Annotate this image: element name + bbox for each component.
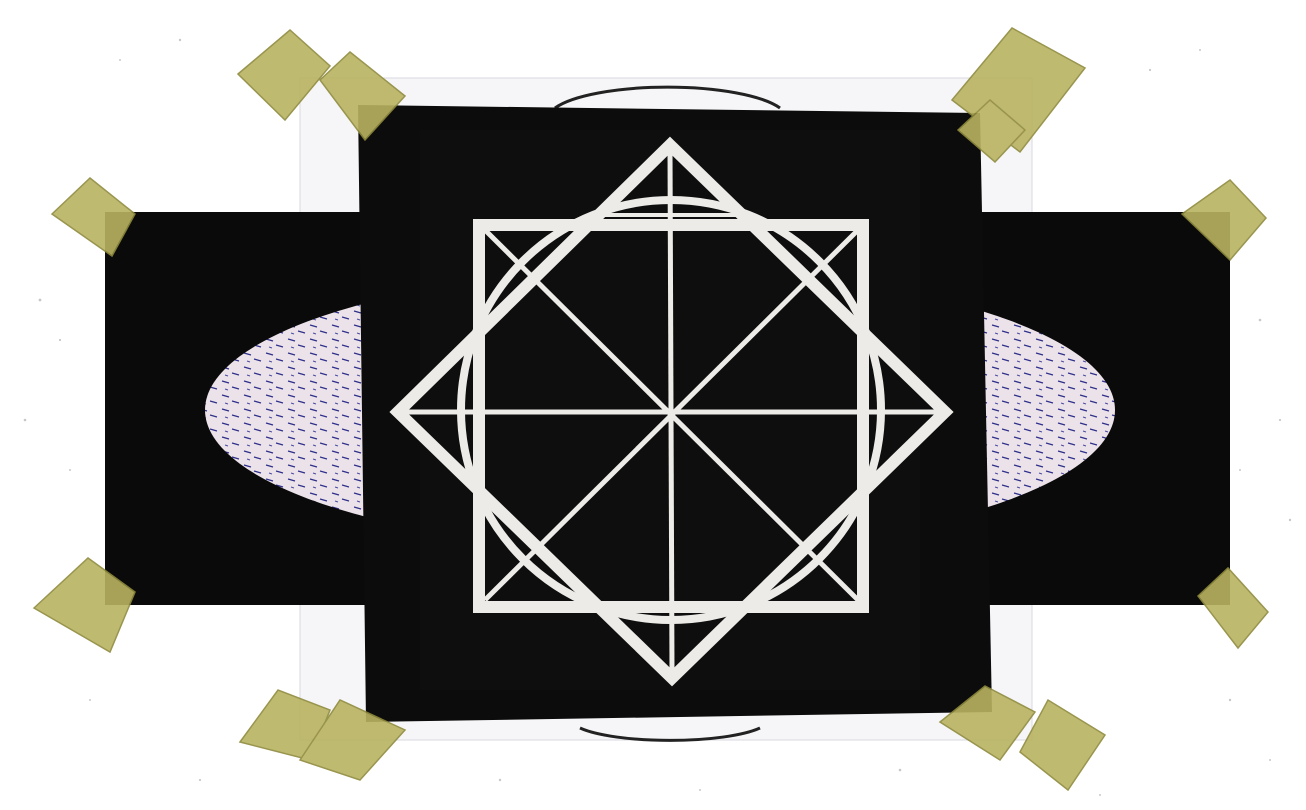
eight-pointed-star-icon (398, 145, 945, 678)
tape-top-right-icon (952, 28, 1085, 162)
